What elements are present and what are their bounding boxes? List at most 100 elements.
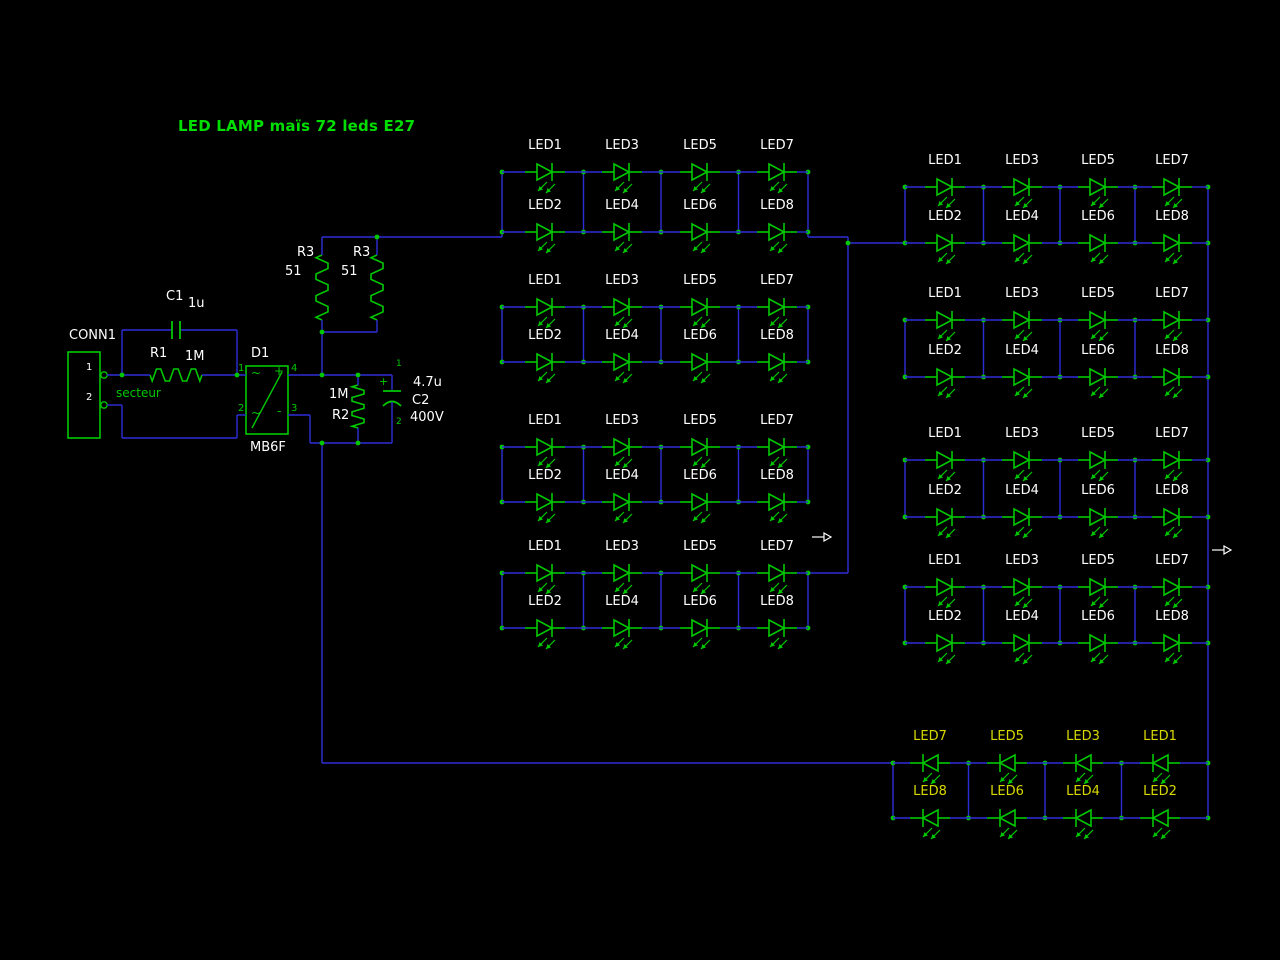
led-triangle: [536, 492, 554, 512]
bridge-minus-symbol: -: [277, 404, 282, 418]
d1-ref-label: D1: [251, 346, 270, 361]
led-label: LED6: [1081, 343, 1115, 358]
led-arrowhead: [1008, 779, 1013, 784]
led-triangle: [768, 563, 786, 583]
led-arrowhead: [1099, 203, 1104, 208]
led-triangle: [691, 222, 709, 242]
bridge-ac1-symbol: ~: [251, 366, 262, 380]
led-symbol: [602, 297, 642, 329]
led-triangle: [1013, 177, 1031, 197]
led-arrowhead: [623, 248, 628, 253]
resistor-symbol: [149, 368, 203, 384]
led-triangle: [768, 162, 786, 182]
led-symbol: [680, 162, 720, 194]
led-arrowhead: [623, 188, 628, 193]
led-arrowhead: [1173, 659, 1178, 664]
led-arrowhead: [615, 587, 620, 592]
led-arrowhead: [546, 323, 551, 328]
led-triangle: [1089, 450, 1107, 470]
led-label: LED1: [928, 553, 962, 568]
led-triangle: [1074, 753, 1092, 773]
led-symbol: [1002, 310, 1042, 342]
led-arrowhead: [1023, 259, 1028, 264]
led-arrowhead: [946, 393, 951, 398]
led-arrowhead: [946, 476, 951, 481]
led-arrowhead: [1091, 657, 1096, 662]
led-arrowhead: [1165, 257, 1170, 262]
led-arrowhead: [1091, 334, 1096, 339]
led-triangle: [1163, 233, 1181, 253]
led-triangle: [1163, 367, 1181, 387]
c1-value-label: 1u: [188, 296, 205, 311]
led-symbol: [925, 577, 965, 609]
led-label: LED5: [683, 138, 717, 153]
c2-plus-symbol: +: [379, 375, 389, 388]
led-symbol: [1002, 577, 1042, 609]
junction-dot: [355, 372, 361, 378]
led-arrowhead: [1023, 203, 1028, 208]
led-triangle: [1013, 507, 1031, 527]
connector-ref-label: CONN1: [69, 328, 117, 343]
led-arrowhead: [1091, 201, 1096, 206]
led-symbol: [525, 352, 565, 384]
led-symbol: [925, 367, 965, 399]
led-arrowhead: [1091, 531, 1096, 536]
bridge-pin4-label: 4: [291, 363, 298, 374]
led-symbol: [757, 618, 797, 650]
led-symbol: [987, 753, 1027, 785]
led-arrowhead: [538, 516, 543, 521]
led-label: LED7: [1155, 153, 1189, 168]
led-triangle: [1151, 753, 1169, 773]
led-symbol: [910, 753, 950, 785]
led-arrowhead: [1165, 531, 1170, 536]
led-arrowhead: [1161, 834, 1166, 839]
led-label: LED5: [1081, 153, 1115, 168]
led-symbol: [1002, 633, 1042, 665]
led-triangle: [921, 808, 939, 828]
led-arrowhead: [615, 461, 620, 466]
led-triangle: [1013, 577, 1031, 597]
led-triangle: [1089, 507, 1107, 527]
led-symbol: [602, 563, 642, 595]
led-arrowhead: [923, 777, 928, 782]
led-arrowhead: [1173, 203, 1178, 208]
led-symbol: [1078, 507, 1118, 539]
led-symbol: [1078, 177, 1118, 209]
led-triangle: [613, 297, 631, 317]
led-label: LED1: [928, 153, 962, 168]
led-triangle: [691, 297, 709, 317]
led-label: LED6: [1081, 209, 1115, 224]
resistor-symbol: [349, 384, 365, 429]
led-arrowhead: [1165, 201, 1170, 206]
r2-value-label: 1M: [329, 387, 349, 402]
led-label: LED2: [928, 343, 962, 358]
led-triangle: [768, 492, 786, 512]
r2-ref-label: R2: [332, 408, 350, 423]
led-triangle: [691, 563, 709, 583]
led-arrowhead: [1099, 259, 1104, 264]
led-triangle: [691, 492, 709, 512]
r3b-ref-label: R3: [353, 245, 371, 260]
led-arrowhead: [946, 659, 951, 664]
led-label: LED7: [1155, 426, 1189, 441]
led-arrowhead: [1076, 832, 1081, 837]
led-arrowhead: [538, 376, 543, 381]
led-symbol: [1063, 753, 1103, 785]
led-arrowhead: [1153, 832, 1158, 837]
led-arrowhead: [701, 188, 706, 193]
led-triangle: [613, 162, 631, 182]
junction-dot: [319, 440, 325, 446]
led-triangle: [613, 437, 631, 457]
led-arrowhead: [615, 642, 620, 647]
led-arrowhead: [615, 376, 620, 381]
led-arrowhead: [1015, 391, 1020, 396]
led-symbol: [680, 297, 720, 329]
led-arrowhead: [938, 657, 943, 662]
led-arrowhead: [770, 321, 775, 326]
led-triangle: [1163, 507, 1181, 527]
led-label: LED3: [1066, 729, 1100, 744]
led-triangle: [1013, 367, 1031, 387]
led-triangle: [1163, 633, 1181, 653]
led-arrowhead: [701, 518, 706, 523]
